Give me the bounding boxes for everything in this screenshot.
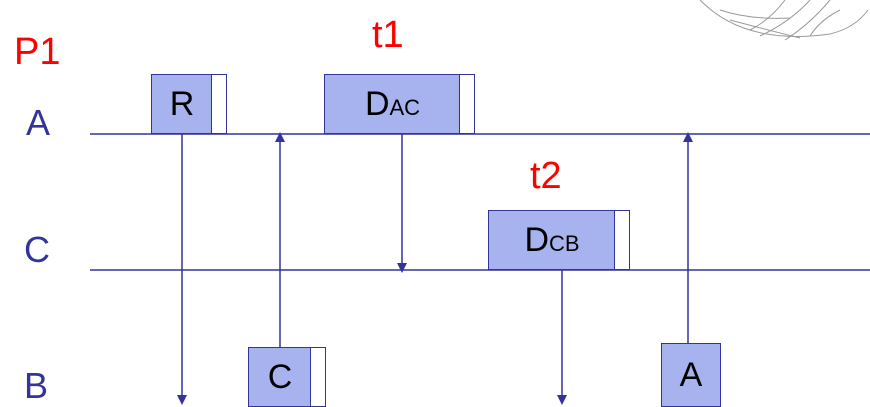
- message-dcb-main: D: [524, 220, 549, 259]
- message-box-r: R: [151, 74, 227, 134]
- event-label-t2: t2: [530, 155, 562, 197]
- message-dcb-subscript: CB: [549, 231, 580, 256]
- globe-decoration-icon: [699, 0, 869, 41]
- timeline-label-b: B: [24, 365, 49, 406]
- event-label-t1: t1: [372, 14, 404, 56]
- timeline-label-a: A: [26, 102, 51, 143]
- timeline-label-c: C: [24, 229, 50, 270]
- message-a-label: A: [679, 355, 703, 394]
- message-box-c: C: [248, 347, 326, 407]
- message-c-label: C: [267, 357, 293, 396]
- diagram-title: P1: [14, 31, 61, 73]
- message-r-label: R: [169, 84, 195, 123]
- message-dac-main: D: [364, 84, 390, 123]
- message-box-a: A: [661, 343, 721, 407]
- message-dac-subscript: AC: [389, 95, 421, 120]
